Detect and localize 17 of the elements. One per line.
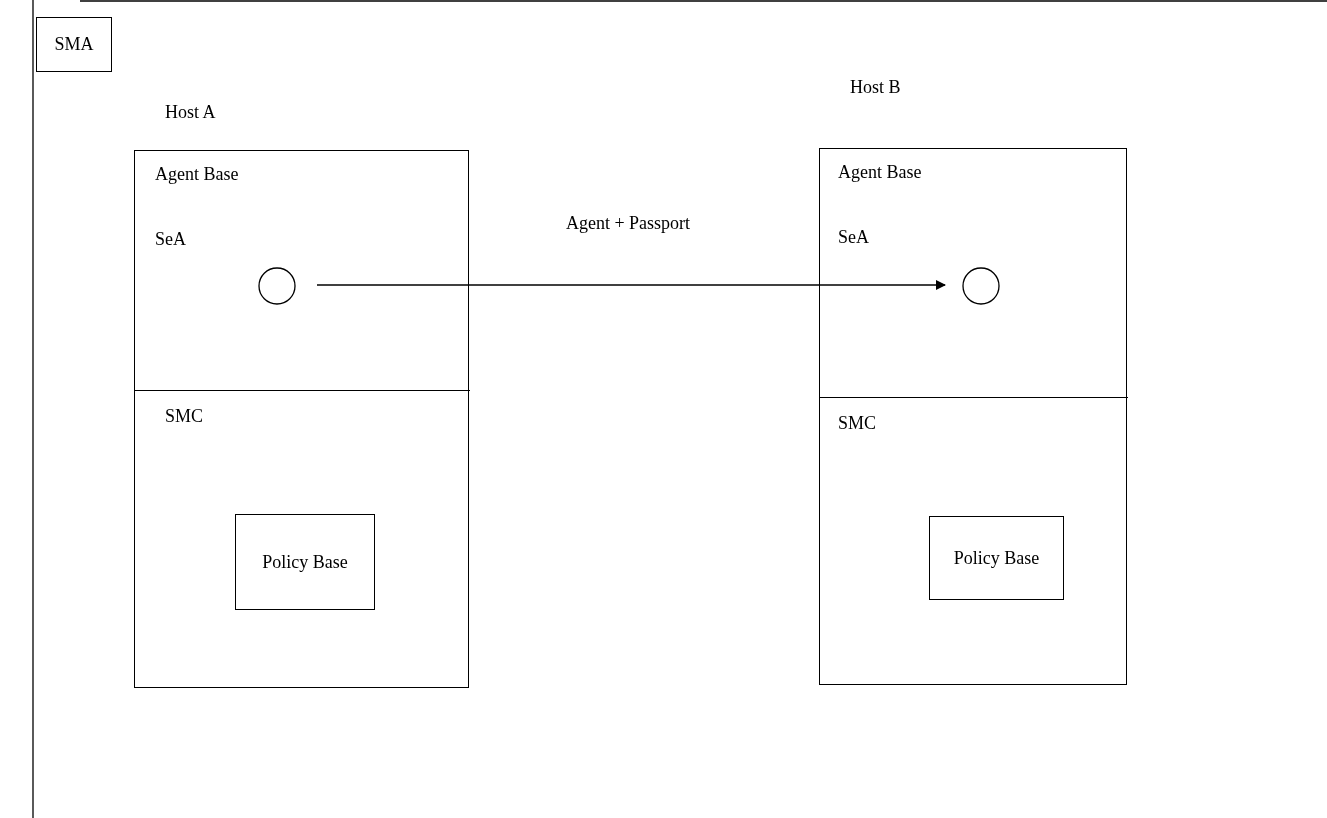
host-label: Host A: [165, 101, 216, 124]
section-label: Agent Base: [155, 163, 239, 186]
section-label: SMC: [165, 405, 204, 428]
label-box: [235, 514, 375, 610]
box-label: Policy Base: [953, 546, 1040, 570]
circle-node: [962, 267, 1000, 305]
box-label: SMA: [54, 33, 94, 56]
section-label: Agent Base: [838, 161, 922, 184]
arrow: [316, 280, 946, 290]
label-box: [36, 17, 112, 72]
component-label: SeA: [838, 226, 869, 249]
circle-node: [258, 267, 296, 305]
box-label: Policy Base: [262, 550, 348, 574]
section-label: SMC: [838, 412, 877, 435]
component-label: SeA: [155, 228, 186, 251]
host-label: Host B: [850, 76, 901, 99]
label-box: [929, 516, 1064, 600]
